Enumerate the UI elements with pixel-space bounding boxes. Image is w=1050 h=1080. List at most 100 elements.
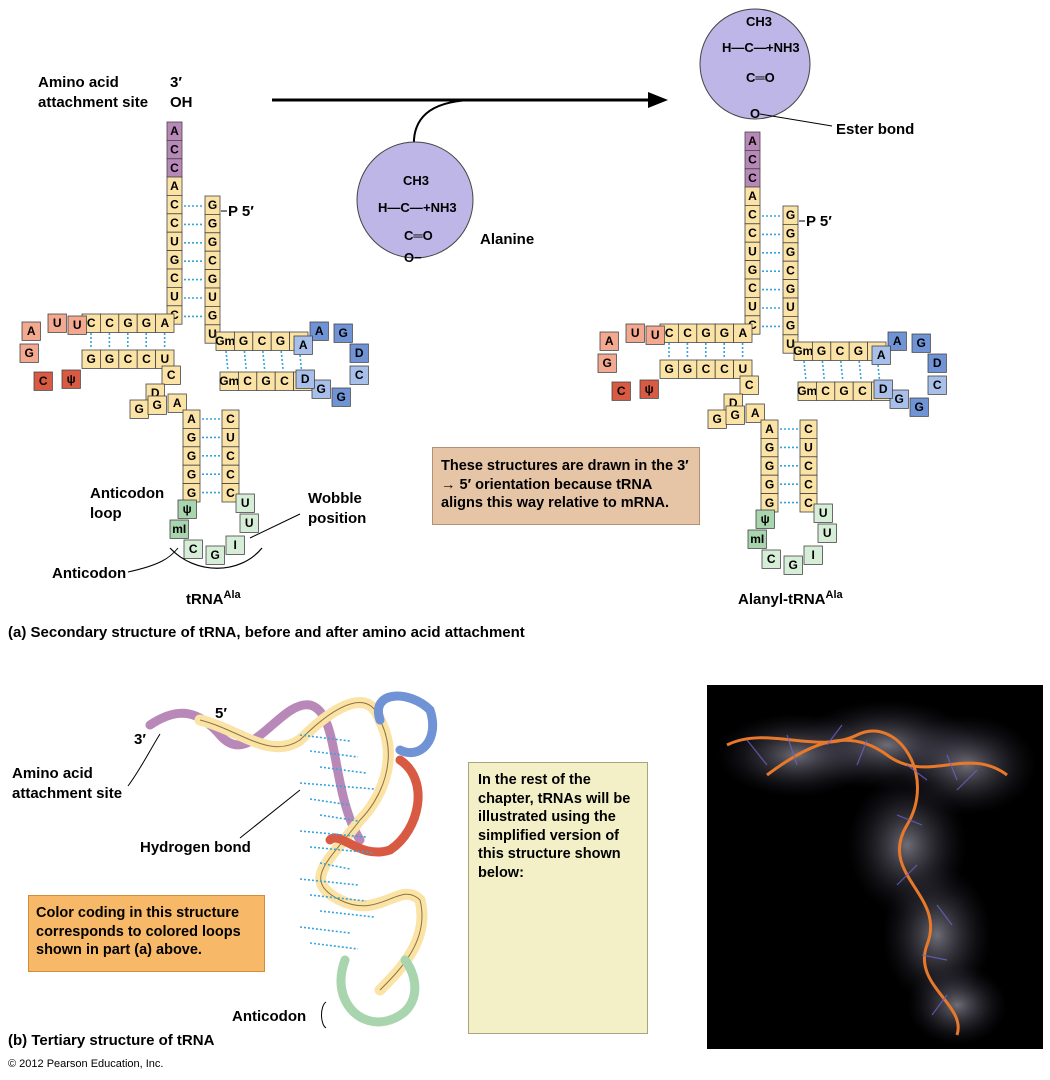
orientation-note-text: These structures are drawn in the 3′ → 5… — [441, 458, 689, 512]
alanyl-trna-tpsic-top-nt-3: G — [720, 326, 729, 340]
alanyl-trna-d-bottom-nt-1: C — [821, 384, 830, 398]
color-coding-note: Color coding in this structure correspon… — [28, 895, 265, 972]
tertiary-hbond — [309, 750, 359, 758]
tertiary-hbond — [309, 846, 375, 854]
alanyl-trna-tpsic-loop-nt-0: A — [605, 334, 614, 348]
trna-ac-left-nt-1: G — [187, 431, 196, 445]
alanyl-trna-d-loop-nt-3-box — [927, 375, 947, 395]
tertiary-5prime-label: 5′ — [215, 705, 227, 722]
trna-tpsic-loop-nt-1-box — [47, 313, 67, 333]
trna-tpsic-bottom-nt-0: G — [87, 352, 96, 366]
trna-d-loop-nt-5-box — [311, 379, 331, 399]
trna-ac-right-nt-0: C — [226, 412, 235, 426]
trna-acceptor-right-nt-0: G — [208, 198, 217, 212]
alanyl-trna-d-loop-nt-0: A — [893, 334, 902, 348]
trna-d-loop-nt-3: C — [355, 368, 364, 382]
alanyl-trna-ac-left-nt-2: G — [765, 459, 774, 473]
trna-p5-label: P 5′ — [228, 203, 254, 220]
alanyl-trna-ac-right-nt-2: C — [804, 459, 813, 473]
anticodon-label: Anticodon — [52, 565, 126, 582]
trna-tail-nt-1: C — [170, 143, 179, 157]
alanyl-trna-tpsic-loop-nt-4: C — [617, 384, 626, 398]
alanyl-trna-acceptor-right-nt-2: G — [786, 245, 795, 259]
alanyl-trna-d-loop-nt-2: D — [933, 356, 942, 370]
alanyl-trna-ac-loop-nt-1-box — [747, 529, 767, 549]
alanyl-trna-ac-right-nt-3: C — [804, 477, 813, 491]
alanyl-trna-ac-loop-nt-6-box — [813, 503, 833, 523]
caption-part-b: (b) Tertiary structure of tRNA — [8, 1032, 214, 1049]
molecular-surface — [717, 700, 1037, 1045]
attached-ch3: CH3 — [746, 14, 772, 29]
alanyl-trna-tpsic-top-nt-2: G — [701, 326, 710, 340]
backbone-ribbon — [726, 729, 1008, 1036]
alanyl-trna-ac-right-nt-0: C — [804, 422, 813, 436]
alanyl-trna-ac-loop-nt-0: ψ — [761, 512, 770, 526]
alanyl-trna-tail-nt-1: C — [748, 153, 757, 167]
tertiary-hbond — [309, 894, 367, 902]
trna-d-loop-nt-4: G — [337, 390, 346, 404]
alanyl-trna-tpsic-top-nt-1: C — [683, 326, 692, 340]
alanyl-trna-variable-nt-3-box — [725, 405, 745, 425]
alanyl-trna-d-hbond — [876, 360, 881, 382]
alanyl-trna-d-loop-nt-7: A — [877, 348, 886, 362]
alanyl-trna-d-top-nt-1: G — [817, 344, 826, 358]
tertiary-hbond — [319, 766, 367, 774]
alanyl-trna-tpsic-loop-nt-3-box — [597, 353, 617, 373]
alanyl-trna-ac-loop-nt-5: U — [823, 526, 832, 540]
alanyl-trna-tpsic-loop-nt-2: U — [651, 328, 660, 342]
alanyl-trna-acceptor-left-nt-6: U — [748, 300, 757, 314]
trna-3d-model-photo — [707, 685, 1043, 1049]
trna-d-loop-nt-5: G — [317, 382, 326, 396]
alanyl-trna-d-loop-nt-5-box — [889, 389, 909, 409]
trna-ac-loop-nt-4: I — [234, 538, 237, 552]
trna-tpsic-loop-nt-1: U — [53, 316, 62, 330]
trna-ac-right-nt-1: U — [226, 431, 235, 445]
base-sticks — [746, 724, 978, 1016]
alanyl-trna-p5-label: P 5′ — [806, 213, 832, 230]
alanyl-trna-ac-loop-nt-3: G — [789, 558, 798, 572]
alanyl-trna-d-bottom-nt-3: C — [858, 384, 867, 398]
alanine-hc: H—C— — [378, 200, 423, 215]
tertiary-hbond — [299, 926, 351, 934]
trna-ac-loop-nt-5: U — [245, 516, 254, 530]
tertiary-hbond — [309, 798, 351, 806]
tertiary-anticodon-label: Anticodon — [232, 1008, 306, 1025]
alanyl-trna-ac-loop-nt-1: mI — [750, 532, 764, 546]
trna-tpsic-bottom-nt-1: G — [105, 352, 114, 366]
simplified-note-text: In the rest of the chapter, tRNAs will b… — [478, 772, 631, 881]
alanyl-trna-tpsic-loop-nt-4-box — [611, 381, 631, 401]
alanyl-trna-d-loop-nt-3: C — [933, 378, 942, 392]
trna-ac-right-nt-2: C — [226, 449, 235, 463]
trna-tpsic-loop-nt-5-box — [61, 369, 81, 389]
alanyl-trna-acceptor-right-nt-1: G — [786, 227, 795, 241]
trna-d-loop-nt-7: A — [299, 338, 308, 352]
trna-ac-loop-nt-5-box — [239, 513, 259, 533]
trna-acceptor-left-nt-0: A — [170, 179, 179, 193]
alanyl-trna-tpsic-bottom-nt-1: G — [683, 362, 692, 376]
trna-variable-nt-0: C — [167, 368, 176, 382]
trna-acceptor-left-nt-4: G — [170, 253, 179, 267]
trna-ac-right-nt-3: C — [226, 467, 235, 481]
alanyl-trna-ac-loop-nt-4-box — [803, 545, 823, 565]
anticodon-loop-label-1: Anticodon — [90, 485, 164, 502]
trna-acceptor-left-nt-5: C — [170, 271, 179, 285]
caption-part-a: (a) Secondary structure of tRNA, before … — [8, 624, 525, 641]
tertiary-tpsic-loop — [325, 755, 423, 857]
wobble-pointer — [249, 513, 301, 539]
trna-ac-right-nt-4-box — [221, 483, 240, 503]
trna-d-loop-nt-1-box — [333, 323, 353, 343]
trna-tail-nt-2: C — [170, 161, 179, 175]
oh-label: OH — [170, 94, 193, 111]
tertiary-anticodon-bracket — [321, 1001, 327, 1029]
trna-ac-loop-nt-3-box — [205, 545, 225, 565]
alanyl-trna-tpsic-loop-nt-1: U — [631, 326, 640, 340]
alanyl-trna-tail-nt-2: C — [748, 171, 757, 185]
alanyl-trna-ac-left-nt-0: A — [765, 422, 774, 436]
alanyl-trna-variable-nt-1: D — [729, 396, 738, 410]
trna-tail-nt-0: A — [170, 124, 179, 138]
alanyl-trna-ac-right-nt-1: U — [804, 441, 813, 455]
alanyl-trna-tpsic-bottom-nt-0: G — [665, 362, 674, 376]
trna-d-loop-nt-6: D — [301, 372, 310, 386]
caption-a-tag: (a) — [8, 624, 27, 641]
